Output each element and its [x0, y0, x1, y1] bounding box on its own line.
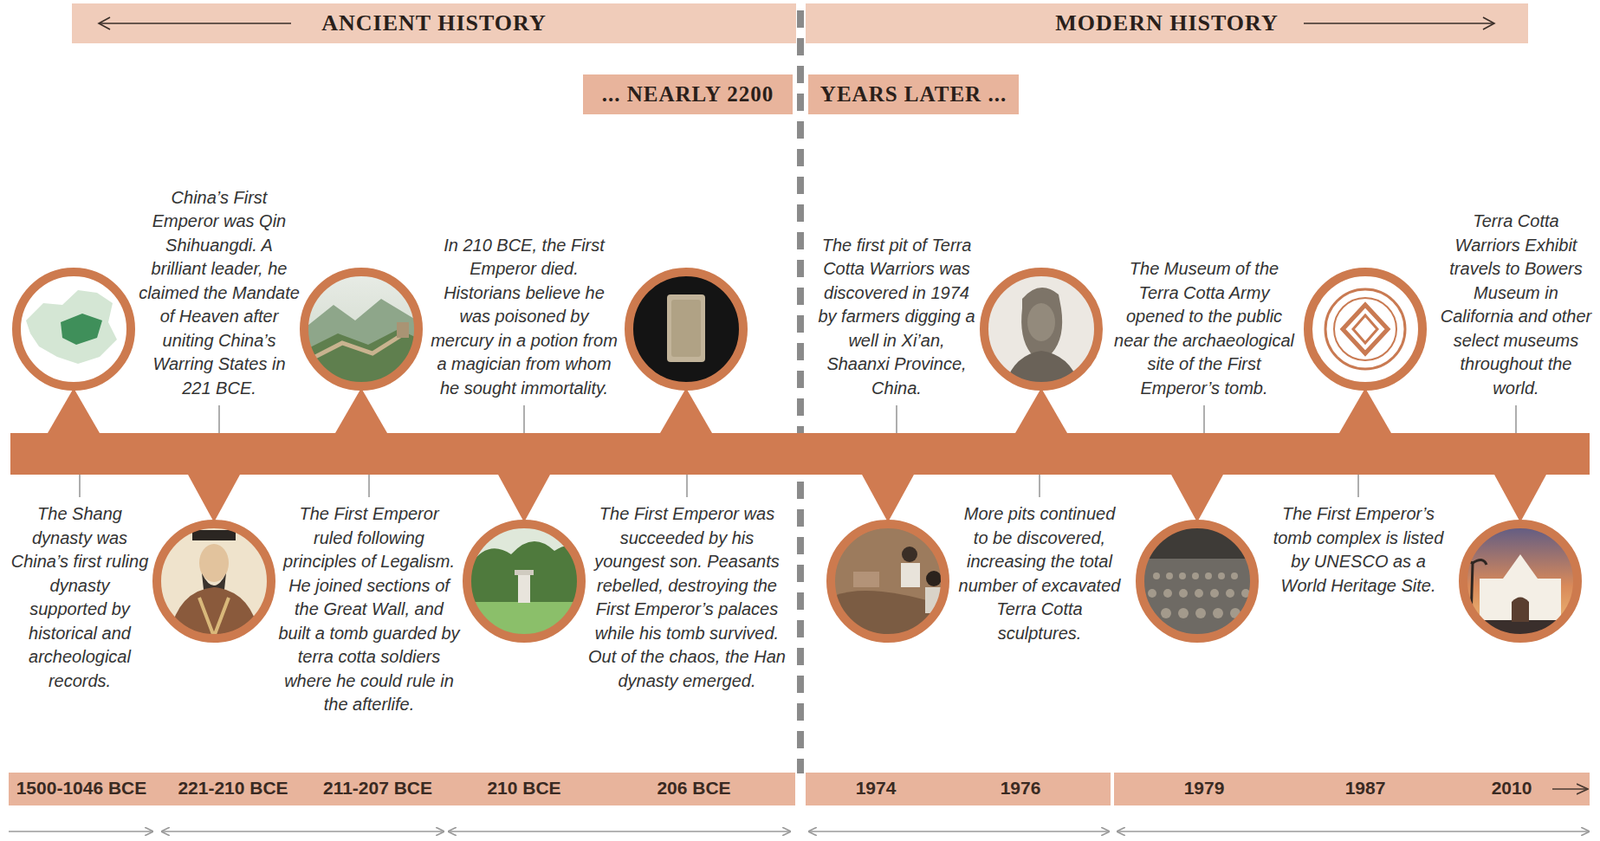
event-description: China’s First Emperor was Qin Shihuangdi…	[136, 186, 302, 402]
event-description: The first pit of Terra Cotta Warriors wa…	[816, 233, 978, 402]
event-description: The First Emperor was succeeded by his y…	[586, 502, 788, 694]
museum-picture	[1458, 524, 1580, 638]
great-wall-picture	[303, 272, 421, 386]
event-description: The First Emperor ruled following princi…	[278, 502, 460, 718]
era-divider	[796, 10, 804, 774]
date-label: 210 BCE	[486, 777, 561, 799]
event-description: In 210 BCE, the First Emperor died. Hist…	[428, 233, 620, 402]
event-description: More pits continued to be discovered, in…	[954, 502, 1125, 646]
era-banner: MODERN HISTORY	[805, 3, 1529, 44]
pointer-triangles	[47, 388, 1547, 523]
date-label: 1976	[1000, 777, 1042, 799]
date-bar	[8, 772, 1590, 806]
date-label: 1979	[1184, 777, 1225, 799]
date-label: 221-210 BCE	[177, 777, 288, 799]
event-description: The Shang dynasty was China’s first ruli…	[10, 502, 149, 694]
event-description: Terra Cotta Warriors Exhibit travels to …	[1439, 209, 1593, 401]
timeline-band	[10, 433, 1590, 475]
era-label: YEARS LATER ...	[820, 82, 1007, 107]
warrior-picture	[983, 272, 1101, 386]
date-label: 2010	[1491, 777, 1533, 799]
era-banner: ANCIENT HISTORY	[71, 3, 797, 44]
date-label: 1974	[855, 777, 897, 799]
era-label: ANCIENT HISTORY	[321, 10, 546, 37]
date-label: 1500-1046 BCE	[16, 777, 148, 799]
heritage-emblem	[1308, 272, 1426, 386]
date-label: 1987	[1345, 777, 1387, 799]
span-arrows	[8, 830, 1589, 833]
event-description: The Museum of the Terra Cotta Army opene…	[1108, 257, 1300, 401]
event-description: The First Emperor’s tomb complex is list…	[1267, 502, 1450, 598]
era-label: ... NEARLY 2200	[602, 82, 775, 107]
gap-box: ... NEARLY 2200	[582, 74, 793, 115]
photo-rings	[16, 272, 1578, 639]
era-label: MODERN HISTORY	[1055, 10, 1278, 37]
date-label: 211-207 BCE	[323, 777, 433, 799]
date-label: 206 BCE	[656, 777, 731, 799]
leader-ticks	[79, 405, 1516, 498]
map-picture	[17, 272, 130, 386]
gap-box: YEARS LATER ...	[808, 74, 1019, 115]
tablet-picture	[628, 272, 745, 386]
